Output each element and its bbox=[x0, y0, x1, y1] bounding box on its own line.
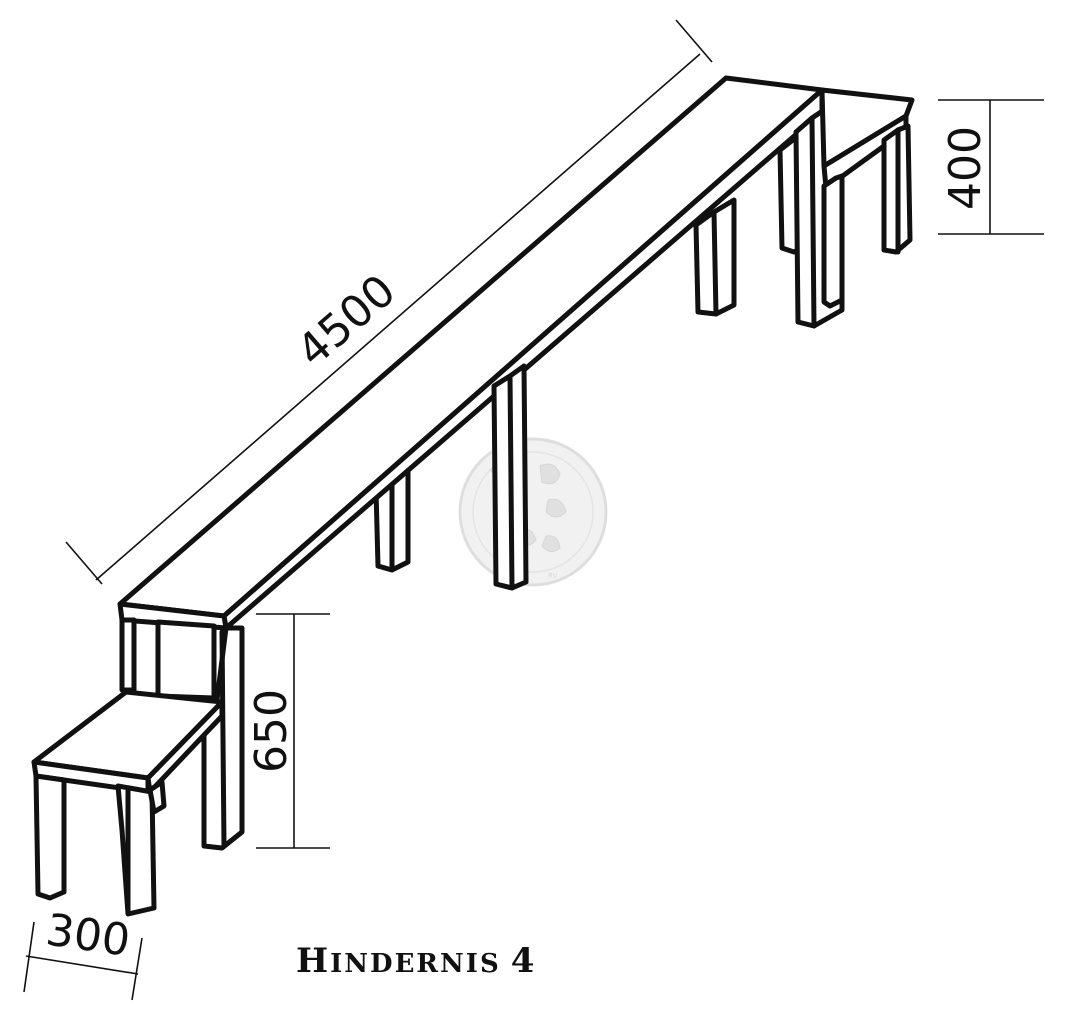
low-height-label: 400 bbox=[940, 126, 991, 210]
width-dimension bbox=[23, 921, 143, 1001]
high-height-dimension bbox=[256, 613, 330, 849]
high-end-support bbox=[119, 617, 245, 851]
length-dimension bbox=[65, 19, 713, 585]
caption-title-number: 4 bbox=[511, 941, 537, 981]
low-step-left bbox=[31, 689, 225, 917]
caption-title: HINDERNIS 4 bbox=[296, 941, 536, 981]
length-label: 4500 bbox=[287, 265, 405, 377]
seal-mark: RV bbox=[548, 572, 557, 580]
watermark-seal: RV bbox=[458, 437, 608, 587]
caption-title-initial: H bbox=[296, 941, 330, 981]
caption-title-rest: INDERNIS bbox=[330, 949, 501, 979]
low-height-dimension bbox=[938, 99, 1044, 235]
low-platform-right bbox=[819, 87, 915, 309]
near-leg-1 bbox=[491, 363, 529, 591]
width-label: 300 bbox=[43, 905, 133, 967]
far-leg-2 bbox=[693, 197, 737, 317]
high-height-label: 650 bbox=[246, 689, 297, 773]
